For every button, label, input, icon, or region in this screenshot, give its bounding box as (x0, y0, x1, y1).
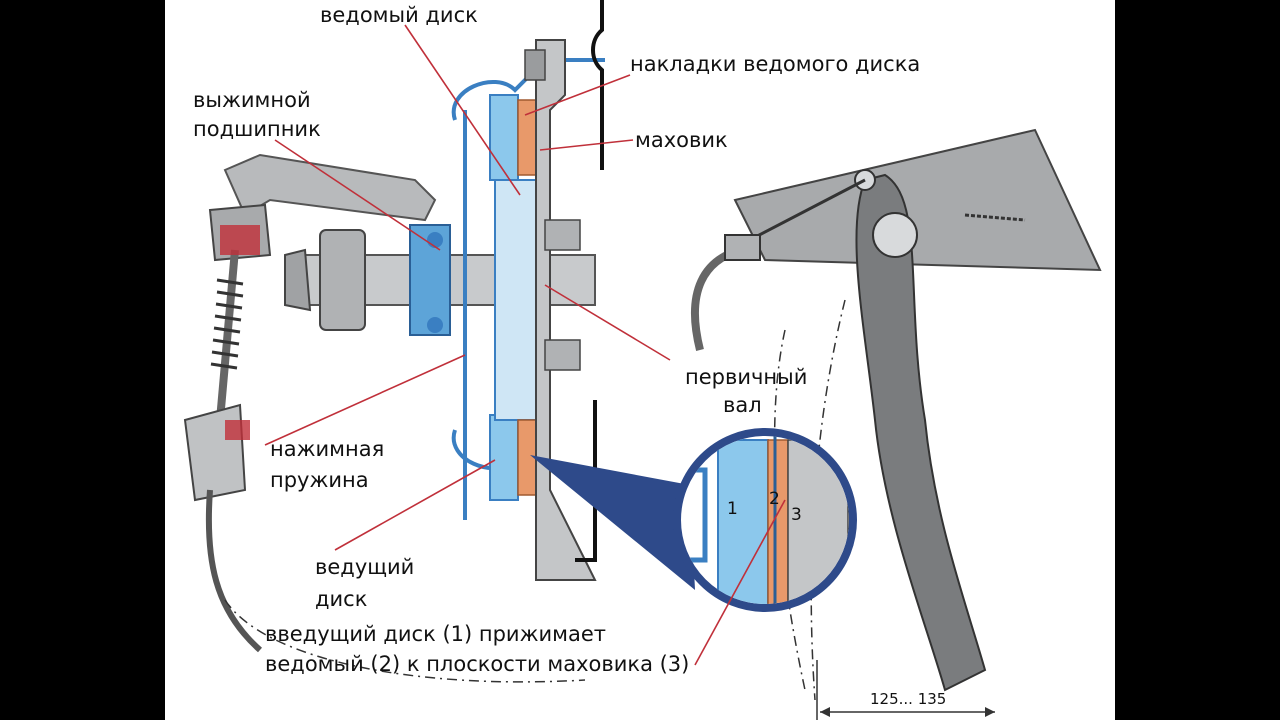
label-pressure-spring-line2: пружина (270, 468, 369, 492)
clutch-diagram: ведомый диск накладки ведомого диска выж… (165, 0, 1115, 720)
driven-disc-linings (517, 99, 537, 496)
label-drive-disc-line1: ведущий (315, 555, 415, 579)
label-input-shaft-line2: вал (723, 393, 762, 417)
pedal-assembly (691, 128, 1102, 692)
release-bearing (409, 224, 451, 336)
callout-part-2: 2 (769, 489, 780, 509)
callout-part-3: 3 (791, 505, 802, 525)
label-flywheel: маховик (635, 128, 728, 152)
caption-line2: ведомый (2) к плоскости маховика (3) (265, 652, 690, 676)
clutch-cable (183, 225, 262, 653)
housing-wall (591, 0, 604, 170)
dimension-arrow (816, 660, 995, 720)
label-driven-disc-linings: накладки ведомого диска (630, 52, 921, 76)
label-release-bearing-line1: выжимной (193, 88, 311, 112)
label-input-shaft-line1: первичный (685, 365, 808, 389)
leader-lines (264, 24, 786, 666)
caption-line1: введущий диск (1) прижимает (265, 622, 607, 646)
flywheel (524, 39, 597, 581)
label-drive-disc-line2: диск (315, 587, 368, 611)
pedal-travel-dimension: 125... 135 (870, 690, 947, 708)
label-pressure-spring-line1: нажимная (270, 437, 385, 461)
travel-arc (224, 599, 586, 683)
zoom-callout (530, 428, 857, 612)
label-release-bearing-line2: подшипник (193, 117, 321, 141)
callout-part-1: 1 (727, 499, 738, 519)
diagram-graphics (183, 0, 1102, 720)
label-driven-disc: ведомый диск (320, 3, 478, 27)
